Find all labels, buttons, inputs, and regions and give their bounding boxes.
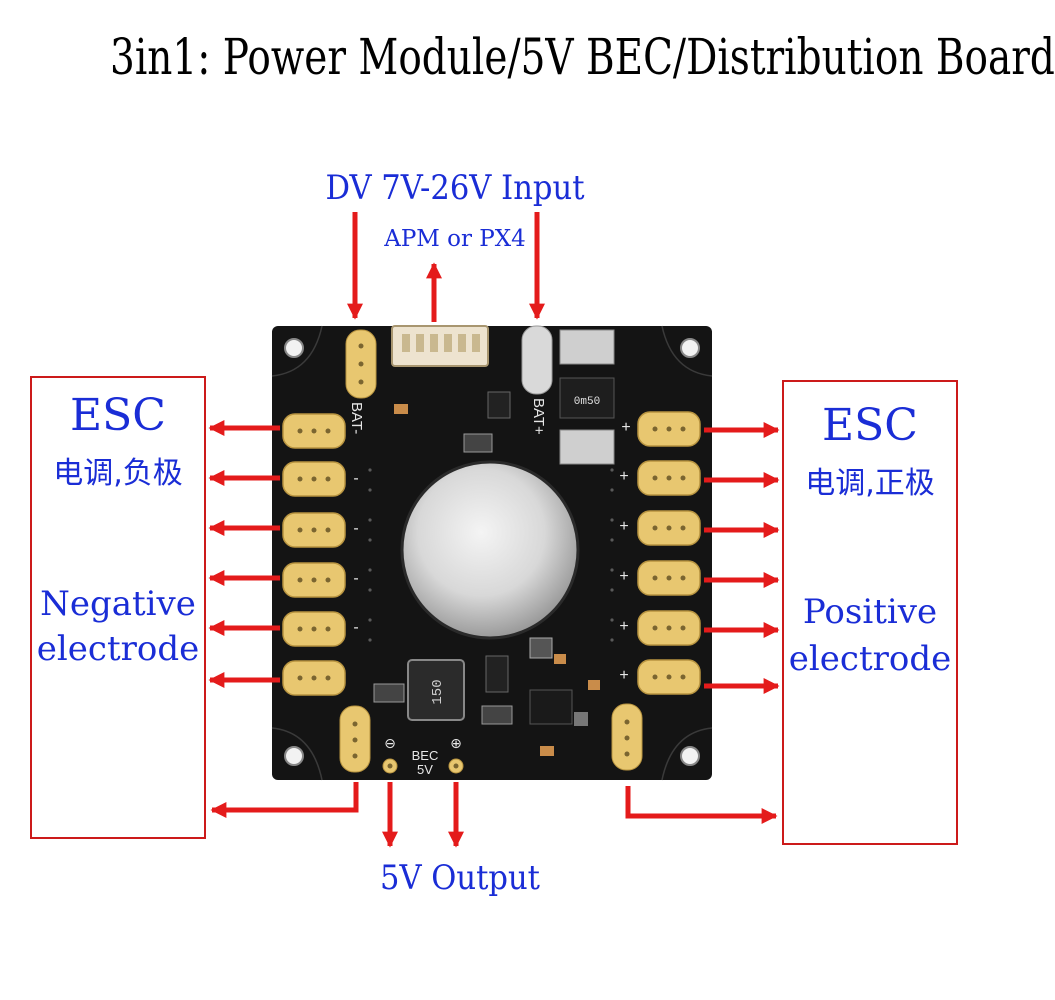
bec-minus-sign: ⊖: [384, 736, 396, 752]
bat-minus-label: BAT-: [348, 402, 365, 434]
pad-polarity-marks: - - - - + + + + + +: [353, 419, 630, 684]
mounting-holes: [284, 338, 700, 766]
right-esc-title: ESC: [822, 400, 918, 451]
inductor-label: 150: [430, 679, 446, 704]
minus-mark: -: [353, 470, 358, 487]
center-hole: [400, 460, 580, 640]
input-voltage-label: DV 7V-26V Input: [325, 168, 585, 208]
plus-mark: +: [621, 419, 630, 436]
plus-mark: +: [619, 618, 628, 635]
shunt-resistors: [559, 329, 615, 465]
output-voltage-label: 5V Output: [379, 858, 540, 898]
apm-px4-label: APM or PX4: [384, 226, 526, 252]
bec-plus-sign: ⊕: [450, 736, 462, 752]
right-esc-box: [782, 380, 958, 845]
minus-mark: -: [353, 619, 358, 636]
arrow-bottom-left: [210, 782, 359, 819]
plus-mark: +: [619, 667, 628, 684]
right-pads: [637, 411, 701, 695]
plus-mark: +: [619, 568, 628, 585]
right-positive-line1: Positive: [802, 592, 938, 632]
right-positive-line2: electrode: [788, 639, 952, 679]
bat-plus-pad: [521, 325, 553, 395]
left-negative-line1: Negative: [40, 584, 196, 624]
bec-label: BEC: [412, 748, 439, 763]
minus-mark: -: [353, 570, 358, 587]
plus-mark: +: [619, 468, 628, 485]
board-illustration: 0m50 150 BAT- BAT+ BEC: [208, 212, 780, 848]
bec-output-pins: [382, 758, 464, 774]
diagram-canvas: 3in1: Power Module/5V BEC/Distribution B…: [30, 28, 1055, 898]
left-esc-title: ESC: [70, 390, 166, 441]
bec-inductor: [407, 659, 465, 721]
right-esc-chinese: 电调,正极: [805, 466, 935, 501]
minus-mark: -: [353, 520, 358, 537]
bec-voltage-label: 5V: [417, 762, 433, 777]
arrows: [208, 212, 780, 848]
left-esc-box: [30, 376, 206, 839]
smd-components: [373, 391, 600, 756]
plus-mark: +: [619, 518, 628, 535]
arrow-bottom-right: [625, 786, 778, 825]
shunt-label: 0m50: [574, 396, 600, 408]
bat-plus-label: BAT+: [530, 398, 547, 435]
left-esc-chinese: 电调,负极: [53, 456, 183, 491]
left-negative-line2: electrode: [36, 629, 200, 669]
